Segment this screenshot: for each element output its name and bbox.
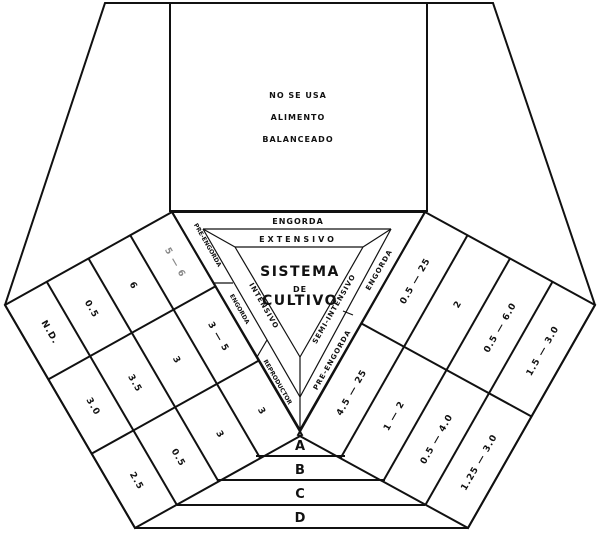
band-extensivo: EXTENSIVO	[259, 235, 337, 244]
center-title-3: CULTIVO	[262, 293, 338, 309]
top-box-line-3: BALANCEADO	[262, 135, 333, 144]
right-grid-row-divider	[361, 322, 532, 418]
left-grid-cell: N.D.	[38, 319, 60, 346]
band-c: C	[295, 487, 305, 502]
left-grid-cell: 3	[255, 406, 267, 417]
left-grid-column-divider	[129, 234, 262, 459]
top-box-line-1: NO SE USA	[269, 91, 327, 100]
right-grid-cell: 0.5 — 25	[399, 256, 434, 306]
left-grid-cell: 3.5	[125, 373, 143, 394]
left-grid-column-divider	[87, 257, 220, 483]
left-grid-cell: 3	[170, 355, 182, 366]
center-title-2: DE	[293, 285, 307, 294]
left-grid-cell: 3	[213, 429, 225, 440]
left-grid-cell: 0.5	[169, 447, 187, 468]
left-grid-column-divider	[45, 281, 178, 506]
left-grid-cell: 5 — 6	[162, 246, 187, 279]
left-grid-cell: 3 — 5	[205, 320, 230, 353]
label-reproductor: REPRODUCTOR	[262, 358, 294, 406]
right-grid-cell: 0.5 — 4.0	[419, 413, 456, 467]
left-grid-cell: 6	[127, 280, 139, 291]
band-engorda: ENGORDA	[272, 217, 324, 226]
band-d: D	[295, 511, 306, 526]
left-grid-row-divider	[91, 359, 260, 455]
left-grid-cell: 3.0	[84, 396, 102, 417]
band-b: B	[295, 463, 305, 478]
left-grid-cell: 0.5	[82, 299, 100, 320]
right-grid-cell: 1 — 2	[382, 399, 407, 432]
top-box-line-2: ALIMENTO	[271, 113, 326, 122]
label-left-engorda: ENGORDA	[228, 293, 251, 326]
right-grid-cell: 1.5 — 3.0	[525, 324, 562, 378]
band-a: A	[295, 439, 305, 454]
right-grid-cell: 0.5 — 6.0	[482, 301, 519, 355]
left-grid-cell: 2.5	[127, 471, 145, 492]
right-grid-cell: 2	[452, 299, 464, 310]
center-triangle	[170, 211, 427, 432]
right-grid-cell: 4.5 — 25	[335, 368, 370, 418]
top-box	[169, 2, 428, 212]
center-title-1: SISTEMA	[260, 264, 340, 280]
left-grid-row-divider	[47, 285, 216, 381]
